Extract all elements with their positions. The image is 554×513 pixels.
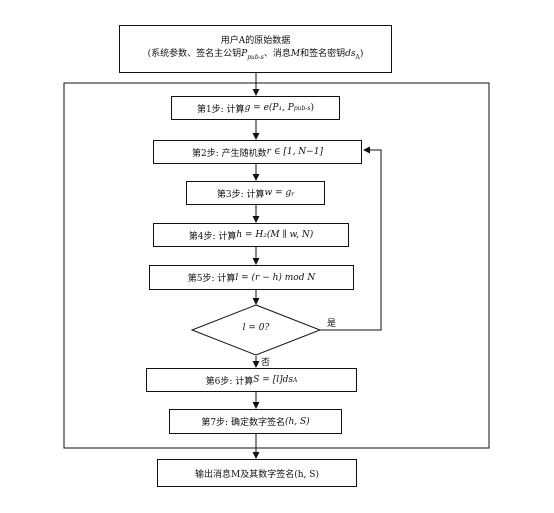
step-4-label: 第4步: 计算 — [188, 231, 237, 242]
step-7-formula: (h, S) — [284, 416, 310, 427]
output-text: 输出消息M及其数字签名(h, S) — [195, 469, 319, 480]
decision-diamond — [190, 304, 322, 356]
yes-label: 是 — [327, 319, 337, 329]
step-3-label: 第3步: 计算 — [216, 189, 265, 200]
step-2-box: 第2步: 产生随机数 r ∈ [1, N−1] — [153, 140, 362, 164]
decision-text: l = 0? — [242, 323, 270, 333]
step-1-formula: g = e(P₁, P — [244, 103, 294, 113]
step-4-formula: h = H₂(M ∥ w, N) — [236, 230, 314, 240]
step-4-box: 第4步: 计算 h = H₂(M ∥ w, N) — [153, 223, 349, 247]
step-1-label: 第1步: 计算 — [196, 104, 245, 115]
output-box: 输出消息M及其数字签名(h, S) — [157, 459, 357, 487]
step-5-box: 第5步: 计算 l = (r − h) mod N — [149, 265, 354, 290]
step-3-formula: w = g — [264, 188, 292, 198]
input-data-box: 用户A的原始数据 (系统参数、签名主公钥Ppub-s、消息M和签名密钥dsA) — [119, 25, 392, 73]
input-data-detail: (系统参数、签名主公钥Ppub-s、消息M和签名密钥dsA) — [147, 48, 364, 61]
step-5-label: 第5步: 计算 — [187, 274, 236, 284]
input-data-title: 用户A的原始数据 — [220, 35, 291, 46]
step-7-box: 第7步: 确定数字签名 (h, S) — [169, 409, 342, 434]
step-6-formula: S = [l]ds — [253, 375, 293, 385]
process-frame — [63, 82, 490, 449]
step-2-label: 第2步: 产生随机数 — [192, 148, 267, 159]
step-6-label: 第6步: 计算 — [205, 376, 254, 387]
arrow-yes-loop — [320, 146, 382, 331]
step-2-formula: r ∈ [1, N−1] — [266, 147, 323, 157]
no-label: 否 — [261, 358, 271, 368]
step-7-label: 第7步: 确定数字签名 — [201, 418, 285, 428]
step-5-formula: l = (r − h) mod N — [235, 272, 316, 283]
